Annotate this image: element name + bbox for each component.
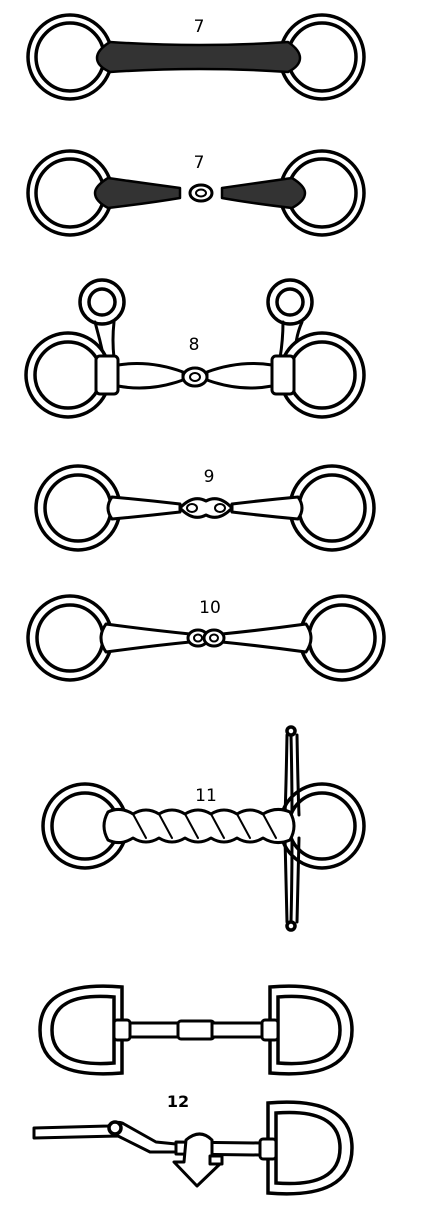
arrow-tab bbox=[208, 1154, 224, 1166]
link-hole-left bbox=[186, 503, 198, 513]
center-joint bbox=[181, 366, 209, 388]
tongue-arrow bbox=[172, 1132, 224, 1188]
rubber-mouthpiece bbox=[95, 40, 302, 74]
twisted-mouthpiece bbox=[102, 807, 296, 845]
full-cheek-upper bbox=[289, 733, 294, 814]
right-ring-inner bbox=[297, 473, 367, 543]
left-cheek-block bbox=[94, 354, 120, 396]
bit-french-link: 9 bbox=[34, 464, 376, 552]
left-dee-ring-inner bbox=[50, 994, 116, 1066]
bit-rubber-jointed: 7 bbox=[26, 149, 366, 237]
center-joint-hole bbox=[189, 372, 201, 382]
full-cheek-outline bbox=[283, 733, 301, 924]
cheek-tip-bottom bbox=[285, 920, 297, 932]
bit-hanging-cheek: 8 bbox=[24, 278, 366, 419]
right-ring-inner bbox=[307, 603, 377, 673]
joint-hole-right bbox=[209, 633, 219, 643]
bit-label-1: 7 bbox=[194, 17, 205, 37]
side-sleeve bbox=[258, 1137, 278, 1161]
right-cheek-block bbox=[270, 354, 296, 396]
right-dee-ring-inner bbox=[276, 994, 342, 1066]
bit-label-7: 12 bbox=[167, 1092, 189, 1111]
twist-lines bbox=[132, 813, 277, 839]
rubber-cannon-left bbox=[93, 176, 182, 210]
side-dee-ring-inner bbox=[274, 1110, 342, 1186]
center-link bbox=[188, 183, 214, 203]
left-ring-inner bbox=[35, 603, 105, 673]
joint-hole-left bbox=[193, 633, 203, 643]
left-upper-loop-inner bbox=[87, 287, 117, 317]
mouthpiece-left bbox=[128, 1021, 182, 1039]
rein-loop bbox=[107, 1120, 123, 1136]
bit-label-4: 9 bbox=[204, 467, 215, 487]
right-upper-loop-inner bbox=[275, 287, 305, 317]
center-link-hole bbox=[195, 188, 207, 198]
cheek-tip-top bbox=[285, 725, 297, 737]
link-hole-right bbox=[214, 503, 226, 513]
cannon-right bbox=[230, 495, 304, 521]
cannon-right bbox=[220, 622, 313, 654]
cannon-right bbox=[205, 362, 274, 390]
bit-double-jointed: 10 bbox=[26, 594, 386, 682]
right-ring-inner bbox=[287, 340, 357, 410]
side-rein bbox=[32, 1120, 178, 1154]
mouthpiece-right bbox=[210, 1021, 264, 1039]
bit-label-5: 10 bbox=[199, 598, 221, 618]
joint-link-right bbox=[202, 628, 226, 648]
cannon-left bbox=[99, 622, 192, 654]
right-sleeve bbox=[260, 1018, 280, 1042]
rubber-cannon-right bbox=[220, 176, 307, 210]
cannon-left bbox=[106, 495, 182, 521]
bit-label-2: 7 bbox=[194, 153, 205, 173]
full-cheek-lower bbox=[289, 840, 294, 924]
left-ring-inner bbox=[34, 21, 106, 93]
bit-label-6: 11 bbox=[195, 786, 217, 806]
bit-label-3: 8 bbox=[189, 335, 200, 355]
bit-full-cheek-twisted: 11 bbox=[41, 725, 366, 932]
bit-rubber-straight-bar: 7 bbox=[26, 13, 366, 101]
bit-dee-ring: 12 bbox=[32, 984, 354, 1196]
mouthpiece-center bbox=[176, 1019, 216, 1041]
left-ring-inner bbox=[33, 340, 103, 410]
left-ring-inner bbox=[43, 473, 113, 543]
left-sleeve bbox=[112, 1018, 132, 1042]
cannon-left bbox=[116, 362, 185, 390]
